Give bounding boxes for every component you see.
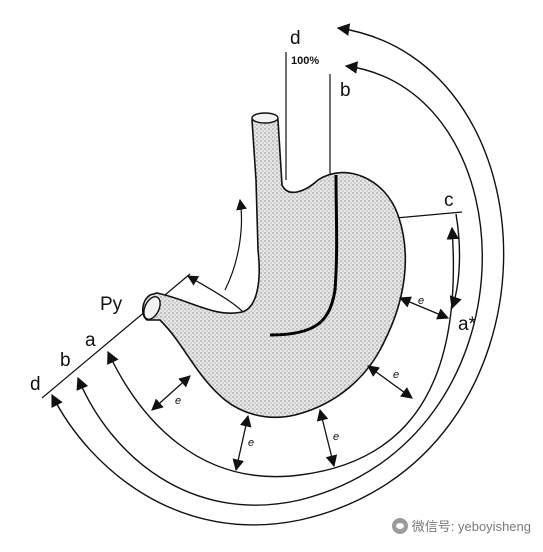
label-e-5: e [175,395,181,407]
e-arrow-3 [316,408,338,468]
label-b-left: b [60,350,71,371]
label-percent: 100% [291,55,319,67]
pylorus-opening [143,296,161,320]
label-b-top: b [340,80,351,101]
resection-line [269,174,339,337]
curve-c [449,213,462,310]
label-a-left: a [85,330,96,351]
curve-d [51,23,505,526]
e-arrow-1 [398,296,450,320]
tick-left-base [41,273,191,399]
label-e-1: e [418,295,424,307]
label-d-top: d [290,28,301,49]
label-e-3: e [333,431,339,443]
e-arrow-2 [367,365,413,399]
label-e-2: e [393,369,399,381]
curve-b [76,61,483,506]
e-arrow-4 [232,414,252,472]
label-e-4: e [248,437,254,449]
label-py: Py [100,294,123,315]
curve-a [107,226,460,478]
label-d-left: d [30,374,41,395]
wechat-icon [391,517,408,534]
e-arrow-5 [151,375,191,411]
label-c: c [444,190,454,211]
label-a-star: a* [458,314,477,335]
watermark: 微信号: yeboyisheng [391,516,531,535]
tick-c [395,211,463,219]
esophagus-opening [251,112,279,124]
curve-lesser [224,198,247,291]
stomach-body [141,113,407,419]
watermark-text: 微信号: yeboyisheng [411,519,531,534]
